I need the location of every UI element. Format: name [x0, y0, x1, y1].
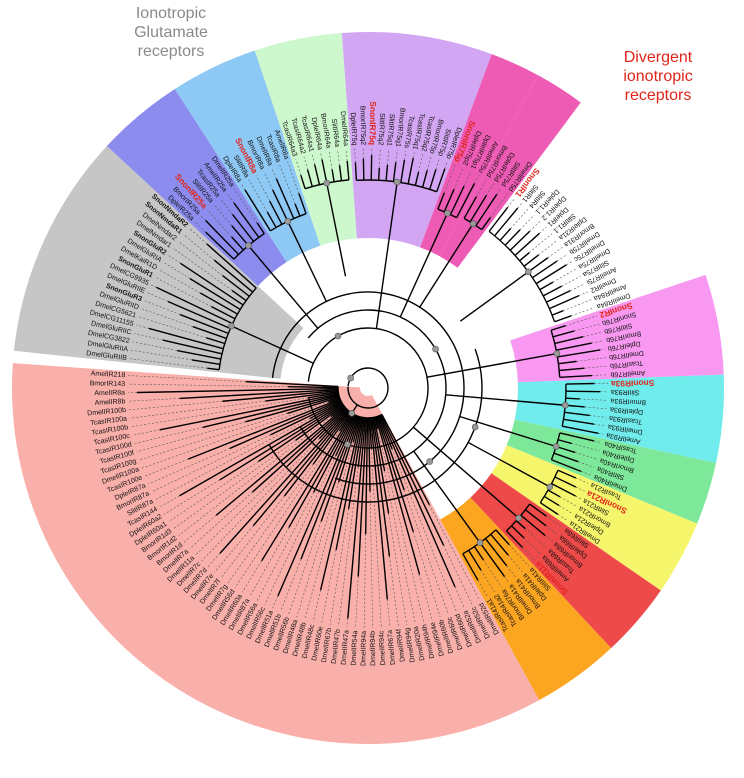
bootstrap-node	[444, 210, 450, 216]
caption-line: ionotropic	[578, 67, 738, 86]
bootstrap-node	[228, 323, 234, 329]
leaf-connector	[566, 261, 572, 264]
leaf-branch	[536, 265, 566, 284]
bootstrap-node	[348, 375, 354, 381]
leaf-connector	[562, 276, 581, 286]
leaf-branch	[510, 231, 530, 250]
leaf-label: DmelIR94b	[370, 631, 378, 666]
caption-line: receptors	[578, 86, 738, 105]
leaf-connector	[508, 198, 515, 207]
bootstrap-node	[554, 351, 560, 357]
leaf-branch	[500, 229, 511, 241]
caption-line: Ionotropic	[96, 4, 246, 23]
leaf-branch	[566, 391, 600, 392]
caption-line: Glutamate	[96, 23, 246, 42]
leaf-connector	[518, 204, 522, 209]
leaf-connector	[530, 221, 541, 231]
bootstrap-node	[394, 179, 400, 185]
leaf-branch	[540, 282, 553, 290]
leaf-label: AmelIR8a	[94, 390, 125, 398]
leaf-label: DmelIR94a	[360, 631, 368, 666]
leaf-branch	[549, 296, 579, 309]
caption-line: receptors	[96, 42, 246, 61]
bootstrap-node	[335, 333, 341, 339]
leaf-branch	[520, 253, 530, 261]
leaf-branch	[543, 286, 561, 296]
bootstrap-node	[547, 484, 553, 490]
leaf-connector	[557, 254, 567, 261]
bootstrap-node	[285, 218, 291, 224]
bootstrap-node	[427, 459, 433, 465]
leaf-label: SnonIR93a	[611, 378, 655, 389]
leaf-branch	[379, 168, 380, 180]
bootstrap-node	[470, 221, 476, 227]
bootstrap-node	[245, 243, 251, 249]
bootstrap-node	[477, 540, 483, 546]
ionotropic-glutamate-receptors-caption: Ionotropic Glutamate receptors	[96, 4, 246, 61]
divergent-ionotropic-receptors-caption: Divergent ionotropic receptors	[578, 48, 738, 105]
leaf-connector	[570, 284, 584, 291]
caption-line: Divergent	[578, 48, 738, 67]
bootstrap-node	[433, 346, 439, 352]
leaf-label: BmorIR75q2	[358, 106, 366, 146]
leaf-connector	[511, 209, 528, 229]
leaf-connector	[529, 234, 551, 253]
leaf-branch	[288, 387, 338, 388]
leaf-branch	[532, 261, 557, 278]
leaf-connector	[548, 247, 563, 258]
bootstrap-node	[472, 424, 478, 430]
leaf-branch	[552, 311, 563, 315]
leaf-label: SlitIR93a	[611, 388, 640, 395]
leaf-branch	[566, 398, 580, 399]
leaf-branch	[515, 233, 539, 255]
leaf-connector	[539, 227, 546, 233]
leaf-branch	[566, 384, 594, 385]
leaf-connector	[579, 292, 588, 296]
leaf-branch	[524, 255, 538, 266]
bootstrap-node	[516, 515, 522, 521]
bootstrap-node	[344, 441, 350, 447]
bootstrap-node	[349, 410, 355, 416]
leaf-branch	[355, 162, 356, 180]
bootstrap-node	[553, 443, 559, 449]
stem-branch	[460, 272, 528, 321]
bootstrap-node	[324, 180, 330, 186]
bootstrap-node	[525, 269, 531, 275]
leaf-connector	[520, 215, 534, 230]
bootstrap-node	[562, 402, 568, 408]
leaf-label: SnonIR75q	[368, 101, 379, 145]
leaf-label: BmorIR143	[90, 380, 126, 388]
